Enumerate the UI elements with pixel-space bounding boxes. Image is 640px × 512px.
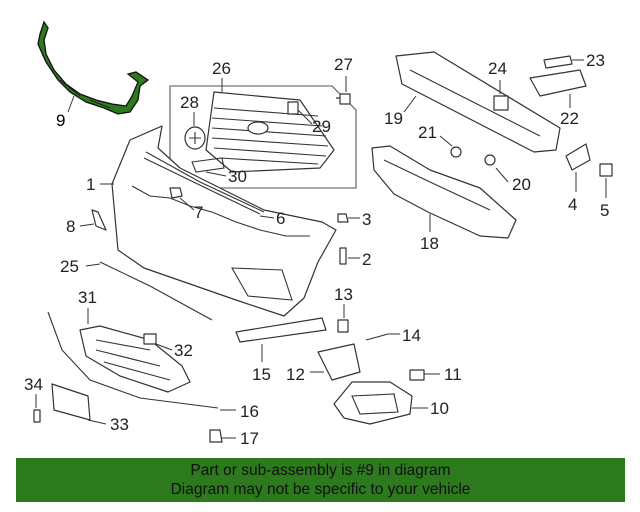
part-2 (339, 247, 347, 265)
callout-19: 19 (384, 109, 403, 128)
callout-28: 28 (180, 93, 199, 112)
callout-1: 1 (86, 175, 95, 194)
callout-16: 16 (240, 402, 259, 421)
part-3 (337, 213, 349, 223)
callout-31: 31 (78, 288, 97, 307)
part-22 (529, 69, 587, 97)
callout-27: 27 (334, 55, 353, 74)
part-13 (337, 319, 349, 333)
callout-8: 8 (66, 217, 75, 236)
part-16 (47, 311, 219, 409)
callout-21: 21 (418, 123, 437, 142)
callout-7: 7 (194, 203, 203, 222)
callout-13: 13 (334, 285, 353, 304)
banner-line-1: Part or sub-assembly is #9 in diagram (190, 462, 451, 479)
part-21 (450, 146, 462, 158)
part-24 (493, 95, 509, 111)
part-15 (235, 317, 327, 343)
part-34 (33, 409, 41, 423)
callout-14: 14 (402, 326, 421, 345)
callout-32: 32 (174, 341, 193, 360)
callout-12: 12 (286, 365, 305, 384)
bumper-cover-1 (111, 125, 337, 317)
part-9-highlighted[interactable] (37, 20, 150, 115)
banner-line-2: Diagram may not be specific to your vehi… (170, 481, 471, 498)
callout-11: 11 (444, 365, 462, 384)
part-18 (371, 145, 517, 239)
callout-23: 23 (586, 51, 605, 70)
parts-diagram: 9 26 28 29 30 27 1 7 6 8 3 (24, 20, 613, 448)
callout-29: 29 (312, 117, 331, 136)
part-12 (317, 343, 361, 381)
callout-26: 26 (212, 59, 231, 78)
callout-5: 5 (600, 201, 609, 220)
callout-2: 2 (362, 250, 371, 269)
part-32 (143, 333, 157, 345)
part-5 (599, 163, 613, 177)
part-7 (169, 187, 183, 199)
callout-25: 25 (60, 257, 79, 276)
callout-33: 33 (110, 415, 129, 434)
callout-15: 15 (252, 365, 271, 384)
callout-3: 3 (362, 210, 371, 229)
bolt-27 (336, 93, 351, 105)
callout-22: 22 (560, 109, 579, 128)
part-11 (409, 369, 425, 381)
part-4 (565, 143, 591, 171)
part-23 (543, 55, 573, 69)
callout-34: 34 (24, 375, 43, 394)
leader-9 (67, 95, 75, 113)
callout-18: 18 (420, 234, 439, 253)
callout-20: 20 (512, 175, 531, 194)
part-8 (91, 209, 107, 231)
callout-17: 17 (240, 429, 259, 448)
part-17 (209, 429, 223, 443)
part-14 (365, 333, 389, 341)
callout-24: 24 (488, 59, 507, 78)
callout-4: 4 (568, 195, 577, 214)
part-10 (333, 381, 413, 425)
info-banner: Part or sub-assembly is #9 in diagram Di… (16, 458, 625, 502)
callout-10: 10 (430, 399, 449, 418)
part-20 (484, 154, 496, 166)
grille-assembly-box (169, 85, 357, 189)
callout-30: 30 (228, 167, 247, 186)
part-33 (51, 383, 91, 421)
part-6 (143, 157, 261, 215)
part-19 (395, 51, 561, 153)
part-25 (99, 261, 213, 321)
callout-9: 9 (56, 111, 65, 130)
callout-6: 6 (276, 209, 285, 228)
